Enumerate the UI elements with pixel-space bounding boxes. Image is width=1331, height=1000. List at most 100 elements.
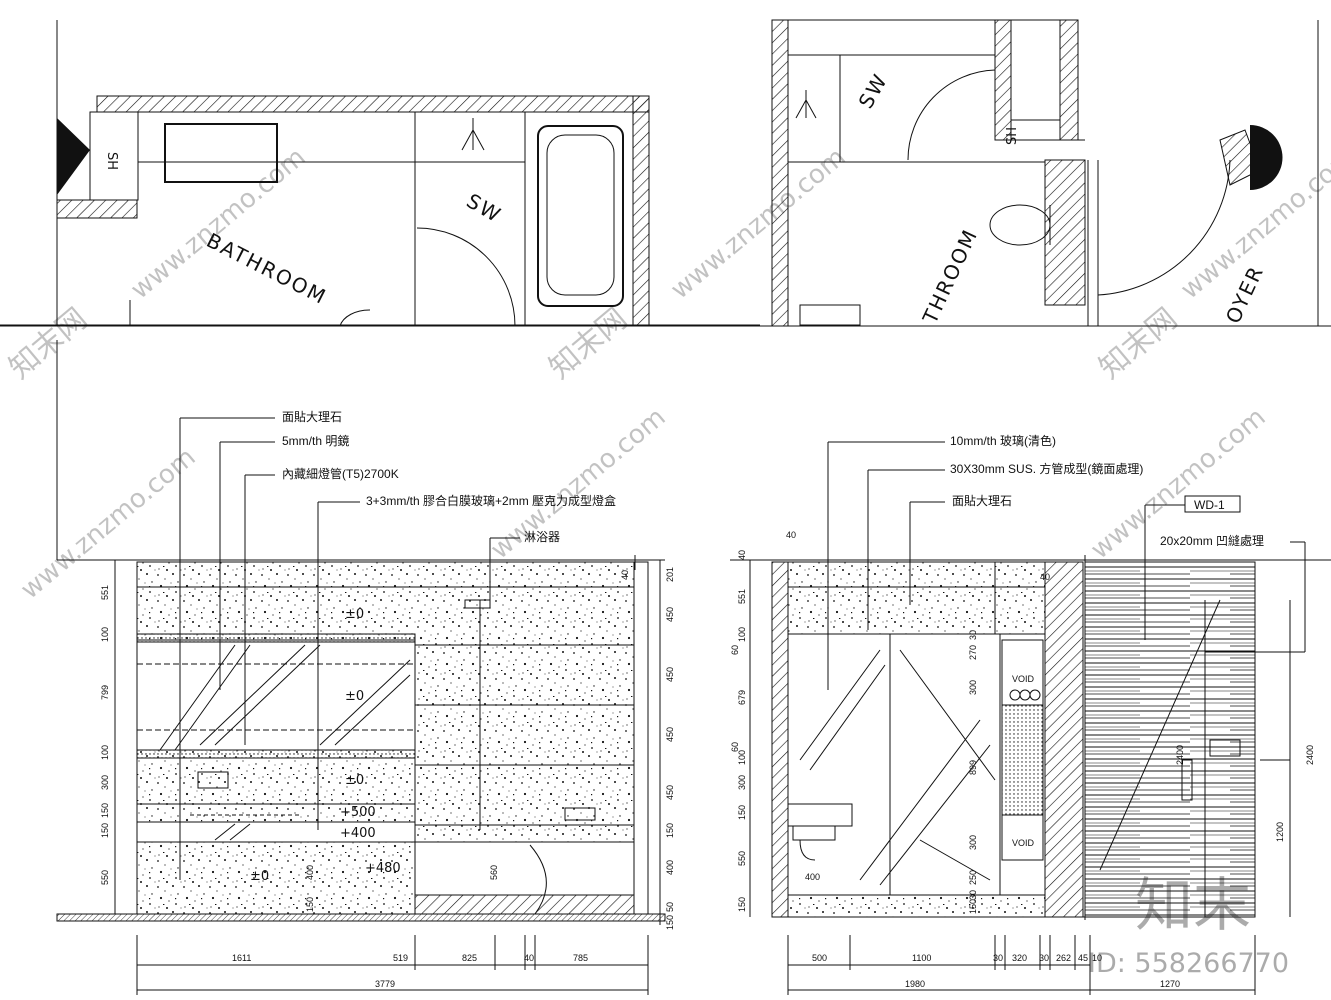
svg-text:300: 300 xyxy=(737,775,747,790)
svg-text:1100: 1100 xyxy=(912,953,931,963)
level-mark: ±0 xyxy=(250,869,269,884)
svg-text:60: 60 xyxy=(730,645,740,655)
svg-text:400: 400 xyxy=(665,860,675,875)
right-vert-dims: 40 551 100 60 679 60 100 300 150 550 150 xyxy=(730,550,747,912)
level-mark: +480 xyxy=(365,861,401,876)
svg-text:150: 150 xyxy=(665,915,675,930)
plan-left: SH BATHROOM SW xyxy=(0,20,1331,327)
svg-text:30: 30 xyxy=(1039,953,1049,963)
svg-text:825: 825 xyxy=(462,953,477,963)
annotation: 20x20mm 凹縫處理 xyxy=(1160,533,1264,548)
svg-text:450: 450 xyxy=(665,607,675,622)
svg-text:30: 30 xyxy=(993,953,1003,963)
svg-text:1611: 1611 xyxy=(232,953,251,963)
svg-text:150: 150 xyxy=(737,805,747,820)
void-label: VOID xyxy=(1012,838,1035,848)
svg-text:201: 201 xyxy=(665,567,675,582)
watermark: 知末网 xyxy=(543,301,634,386)
svg-text:150: 150 xyxy=(100,803,110,818)
svg-text:270: 270 xyxy=(968,645,978,660)
void-label: VOID xyxy=(1012,674,1035,684)
svg-text:150: 150 xyxy=(968,899,978,914)
total-dim: 3779 xyxy=(375,979,395,989)
watermark: www.znzmo.com xyxy=(665,142,851,305)
level-marks: ±0 ±0 ±0 ±0 +500 +400 +480 xyxy=(250,607,401,884)
left-vert-dims: 551 100 799 100 300 150 150 550 xyxy=(100,585,110,885)
svg-text:2400: 2400 xyxy=(1175,745,1185,765)
svg-text:10: 10 xyxy=(1092,953,1102,963)
annotation: 面貼大理石 xyxy=(952,493,1012,508)
svg-text:150: 150 xyxy=(100,823,110,838)
svg-text:560: 560 xyxy=(489,865,499,880)
svg-text:450: 450 xyxy=(665,727,675,742)
annotation: 淋浴器 xyxy=(524,530,560,544)
id-text: ID: 558266770 xyxy=(1088,948,1289,979)
door-dims: 2400 2400 1200 xyxy=(1175,745,1315,842)
svg-text:40: 40 xyxy=(737,550,747,560)
svg-text:300: 300 xyxy=(968,835,978,850)
level-mark: ±0 xyxy=(345,689,364,704)
svg-text:100: 100 xyxy=(100,745,110,760)
svg-text:100: 100 xyxy=(100,627,110,642)
svg-text:400: 400 xyxy=(805,872,820,882)
svg-text:400: 400 xyxy=(305,865,315,880)
svg-text:450: 450 xyxy=(665,785,675,800)
svg-text:30: 30 xyxy=(968,630,978,640)
shower-label-right: SW xyxy=(854,69,893,113)
svg-text:799: 799 xyxy=(100,685,110,700)
total-dim: 1980 xyxy=(905,979,925,989)
svg-text:551: 551 xyxy=(737,589,747,604)
right-bottom-dims: 500 1100 30 320 30 262 45 10 1980 1270 xyxy=(812,953,1180,989)
svg-text:150: 150 xyxy=(305,897,315,912)
left-inner-dims: 400 150 560 40 xyxy=(305,570,630,912)
right-top-dims: 40 40 xyxy=(786,530,1050,582)
svg-text:550: 550 xyxy=(100,870,110,885)
svg-text:150: 150 xyxy=(665,823,675,838)
elevation-left: 面貼大理石 5mm/th 明鏡 內藏細燈管(T5)2700K 3+3mm/th … xyxy=(56,340,675,995)
svg-text:300: 300 xyxy=(968,680,978,695)
svg-text:40: 40 xyxy=(786,530,796,540)
svg-text:500: 500 xyxy=(812,953,827,963)
svg-text:40: 40 xyxy=(1040,572,1050,582)
svg-text:100: 100 xyxy=(737,750,747,765)
svg-text:450: 450 xyxy=(665,667,675,682)
plan-right: SH SW THROOM OYER xyxy=(771,19,1319,328)
svg-text:1200: 1200 xyxy=(1275,822,1285,842)
brand-watermark: 知末 xyxy=(1135,871,1251,939)
svg-text:899: 899 xyxy=(968,760,978,775)
annotation: 10mm/th 玻璃(清色) xyxy=(950,434,1056,448)
left-bottom-dims: 1611 519 825 40 785 3779 xyxy=(232,953,588,989)
svg-text:50: 50 xyxy=(665,902,675,912)
sh-label-right: SH xyxy=(1005,127,1020,145)
watermark: 知末网 xyxy=(1093,301,1184,386)
svg-text:262: 262 xyxy=(1056,953,1071,963)
shower-label: SW xyxy=(463,189,507,228)
svg-text:40: 40 xyxy=(620,570,630,580)
svg-text:30: 30 xyxy=(968,890,978,900)
right-annotations: 10mm/th 玻璃(清色) 30X30mm SUS. 方管成型(鏡面處理) 面… xyxy=(950,434,1264,548)
svg-text:150: 150 xyxy=(737,897,747,912)
svg-text:519: 519 xyxy=(393,953,408,963)
right-inner-dims: 270 30 300 899 300 250 30 150 400 xyxy=(805,630,978,914)
svg-text:679: 679 xyxy=(737,690,747,705)
svg-text:100: 100 xyxy=(737,627,747,642)
level-mark: ±0 xyxy=(345,607,364,622)
level-mark: ±0 xyxy=(345,773,364,788)
sh-label: SH xyxy=(104,152,119,170)
svg-text:551: 551 xyxy=(100,585,110,600)
annotation: 面貼大理石 xyxy=(282,409,342,424)
svg-text:320: 320 xyxy=(1012,953,1027,963)
annotation: 3+3mm/th 膠合白膜玻璃+2mm 壓克力成型燈盒 xyxy=(366,493,616,508)
watermark: www.znzmo.com xyxy=(485,402,671,565)
total-dim: 1270 xyxy=(1160,979,1180,989)
annotation: 30X30mm SUS. 方管成型(鏡面處理) xyxy=(950,461,1143,476)
svg-text:60: 60 xyxy=(730,742,740,752)
svg-text:2400: 2400 xyxy=(1305,745,1315,765)
watermark: 知末网 xyxy=(3,301,94,386)
svg-text:250: 250 xyxy=(968,870,978,885)
svg-text:45: 45 xyxy=(1078,953,1088,963)
bathroom-label-right: THROOM xyxy=(917,225,982,328)
level-mark: +400 xyxy=(340,826,376,841)
svg-text:550: 550 xyxy=(737,851,747,866)
